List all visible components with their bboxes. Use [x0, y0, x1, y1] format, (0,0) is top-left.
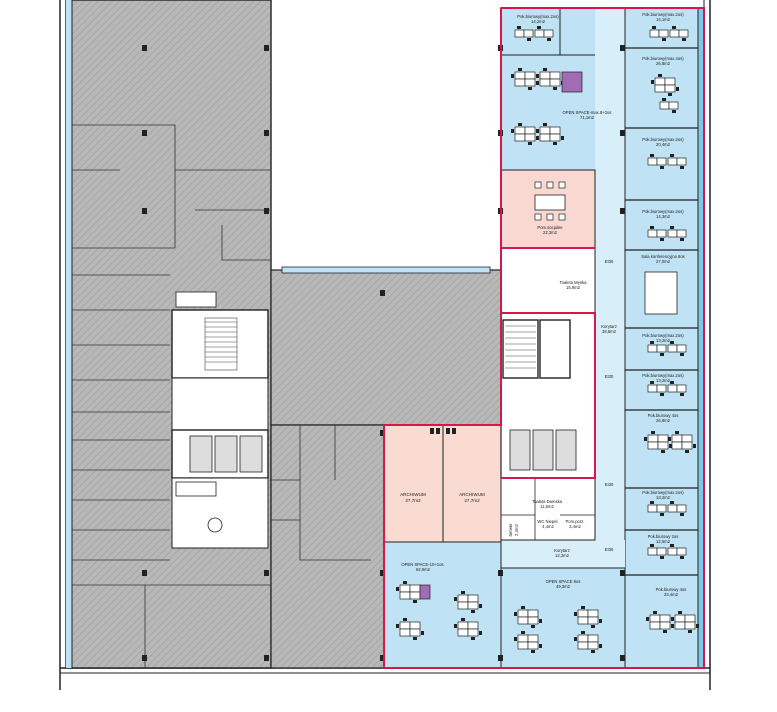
room-area: 27,0m2	[656, 259, 671, 264]
room-area: 13,2m2	[656, 338, 671, 343]
room-name: OPEN SPACE-max.8+2os	[563, 110, 612, 115]
room-area: 12,5m2	[656, 539, 671, 544]
room-area: 26,8m2	[656, 61, 671, 66]
tenant-outline	[383, 7, 705, 669]
room-area: 20,4m2	[656, 142, 671, 147]
room-area: 38,6m2	[602, 329, 617, 334]
left-core	[171, 291, 269, 549]
room-area: 62,9m2	[416, 567, 431, 572]
center-hatched	[270, 266, 502, 669]
room-name: Pok.biurowy 4os	[648, 413, 679, 418]
right-core	[500, 247, 596, 541]
room-name: Pok.biurowy(max.2os)	[642, 137, 684, 142]
room-name: Pok.biurowy(max.2os)	[642, 373, 684, 378]
room-area: 4,4m2	[542, 524, 554, 529]
room-name: Pok.biurowy(max.2os)	[642, 490, 684, 495]
room-area: 33,4m2	[664, 592, 679, 597]
room-area: 27,7m2	[405, 498, 421, 503]
room-name: Pok.biurowy 4os	[656, 587, 687, 592]
room-name: Pom.porz.	[565, 519, 584, 524]
room-area: 13,2m2	[656, 378, 671, 383]
room-area: 26,8m2	[656, 418, 671, 423]
room-area: 49,3m2	[556, 584, 571, 589]
open-space-left	[383, 541, 502, 669]
room-area: 14,3m2	[656, 214, 671, 219]
archive-room-right	[442, 424, 502, 543]
room-name: OPEN SPACE 8os	[546, 579, 581, 584]
room-area: 15,9m2	[566, 285, 581, 290]
room-name: Korytarz	[554, 548, 570, 553]
room-area: 14,2m2	[531, 19, 546, 24]
room-name: ARCHIWUM	[459, 492, 485, 497]
fire-rating-tag: EI30	[605, 482, 614, 487]
room-area: 71,1m2	[580, 115, 595, 120]
room-name: Sala konferencyjna 8os	[641, 254, 685, 259]
room-name: OPEN SPACE-10+1os.	[401, 562, 444, 567]
room-name: Pok.biurowy(max.2os)	[517, 14, 559, 19]
room-area: 3,4m2	[569, 524, 581, 529]
room-name: ARCHIWUM	[400, 492, 426, 497]
room-name: Serwer	[508, 523, 513, 537]
room-area: 2,4m2	[514, 524, 519, 536]
room-area: 22,3m2	[543, 230, 558, 235]
room-name: Pok.biurowy(max.4os)	[642, 56, 684, 61]
room-area: 13,2m2	[656, 495, 671, 500]
archive-room-left	[383, 424, 444, 543]
fire-rating-tag: EI30	[605, 259, 614, 264]
room-name: Pok.biurowy(max.2os)	[642, 209, 684, 214]
room-labels: Pok.biurowy(max.2os) 14,2m2 Pok.biurowy(…	[400, 12, 686, 597]
room-name: WC Niepeł.	[537, 519, 558, 524]
furniture	[395, 25, 700, 654]
room-name: Pok.biurowy(max.2os)	[642, 333, 684, 338]
fire-rating-tag: EI30	[605, 547, 614, 552]
room-name: Korytarz	[601, 324, 617, 329]
room-area: 12,3m2	[555, 553, 570, 558]
room-name: Pom.socjalne	[537, 225, 563, 230]
room-name: Toaleta Damska	[532, 499, 563, 504]
office-partitions	[501, 8, 698, 576]
room-name: Toaleta Męska	[560, 280, 588, 285]
room-area: 27,7m2	[464, 498, 480, 503]
room-area: 11,6m2	[540, 504, 554, 509]
fire-rating-tag: EI30	[605, 374, 614, 379]
room-name: Pok.biurowy 2os	[648, 534, 679, 539]
room-area: 14,1m2	[656, 17, 671, 22]
room-name: Pok.biurowy(max.2os)	[642, 12, 684, 17]
